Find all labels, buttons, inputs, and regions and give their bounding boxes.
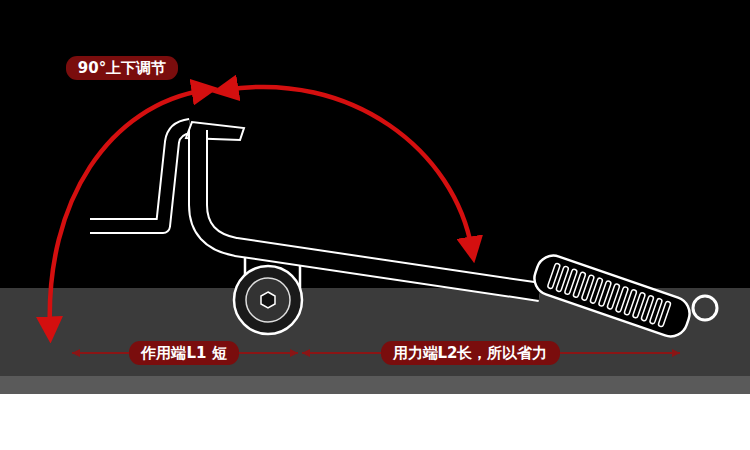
floor-edge [0, 376, 750, 394]
label-pill: 用力端L2长，所以省力 [381, 341, 560, 365]
wheel [234, 266, 302, 334]
grip [530, 251, 694, 341]
floor [0, 288, 750, 376]
grip-rib [649, 298, 662, 324]
grip-rib [581, 275, 594, 301]
grip-rib [573, 272, 586, 298]
bracket [90, 126, 190, 226]
label-pill: 作用端L1 短 [129, 341, 238, 365]
grip-rib [624, 289, 637, 315]
grip-rib [564, 269, 577, 295]
grip-rib [598, 280, 611, 306]
grip-rib [556, 266, 569, 292]
adjust-arc [50, 90, 205, 330]
hex-nut [261, 292, 275, 308]
hanging-ring [693, 296, 717, 320]
white-ground [0, 394, 750, 450]
pill-text: 90°上下调节 [78, 59, 166, 77]
grip-rib [658, 301, 671, 327]
grip-rib [547, 263, 560, 289]
wheel-hub [246, 278, 290, 322]
grip-rib [607, 283, 620, 309]
bracket [90, 126, 190, 226]
grip-rib [615, 286, 628, 312]
lever-bar [198, 130, 540, 292]
label-pill: 90°上下调节 [66, 56, 178, 80]
grip-rib [632, 292, 645, 318]
lever-bar [198, 130, 540, 292]
pill-text: 用力端L2长，所以省力 [393, 344, 548, 362]
grip-rib [641, 295, 654, 321]
adjust-arc [225, 87, 472, 250]
grip-rib [590, 278, 603, 304]
pill-text: 作用端L1 短 [141, 344, 226, 362]
